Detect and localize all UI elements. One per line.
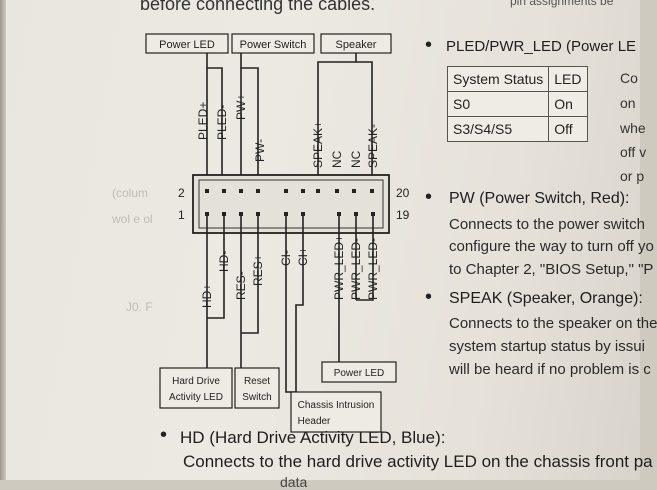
speak-bullet: • <box>425 286 433 308</box>
reset-switch-label-line1: Reset <box>244 376 270 387</box>
row-number-bottom-right: 19 <box>396 208 410 222</box>
pin-label: CI+ <box>296 247 310 266</box>
bottom-wires <box>206 216 374 393</box>
top-caption: before connecting the cables. <box>140 0 376 14</box>
speaker-top-label: Speaker <box>336 39 377 51</box>
top-pin-labels: PLED+ PLED- PW+ PW- SPEAK+ NC NC SPEAK- <box>196 94 380 168</box>
reset-switch-label-line2: Switch <box>242 392 271 403</box>
table-cell: On <box>548 91 588 117</box>
hdd-led-label-line1: Hard Drive <box>172 376 220 387</box>
bottom-pin-labels: HD+ HD- RES- RES+ CI- CI+ PWR_LED+ PWR_L… <box>200 235 380 308</box>
pw-body-line: configure the way to turn off yo <box>449 238 654 255</box>
power-led-top-box <box>145 33 229 54</box>
power-led-bottom-label: Power LED <box>334 368 385 379</box>
pin-label: PWR_LED- <box>366 238 380 300</box>
pw-body-line: Connects to the power switch <box>449 216 645 233</box>
pin-label: NC <box>330 150 344 168</box>
column-header: LED <box>548 66 588 92</box>
pled-heading: PLED/PWR_LED (Power LE <box>446 38 637 55</box>
hd-bullet: • <box>160 424 168 446</box>
pin-label: SPEAK+ <box>311 121 325 168</box>
power-switch-top-label: Power Switch <box>240 39 307 51</box>
hd-body-line: Connects to the hard drive activity LED … <box>183 452 653 471</box>
hd-body-line: data <box>280 474 308 490</box>
pin-label: NC <box>349 150 363 168</box>
pin-label: PW+ <box>234 94 248 120</box>
speak-body-line: Connects to the speaker on the <box>449 315 657 332</box>
table-header-row: System Status LED <box>446 66 588 92</box>
bleed-through-text: (colum <box>112 186 149 200</box>
header-connector-inner <box>198 179 384 229</box>
pin-label: RES- <box>234 271 248 300</box>
pw-bullet: • <box>425 186 433 208</box>
pin-label: HD+ <box>200 284 214 308</box>
pin-label: RES+ <box>251 254 265 286</box>
power-switch-top-box <box>231 33 315 54</box>
pin-label: PWR_LED- <box>349 238 363 300</box>
top-right-caption: pin assignments be <box>510 0 614 8</box>
power-led-top-label: Power LED <box>159 39 215 51</box>
bleed-through-text: J0. F <box>126 300 153 314</box>
chassis-intrusion-label-line1: Chassis Intrusion <box>298 400 375 411</box>
top-wires <box>206 53 373 190</box>
pw-heading: PW (Power Switch, Red): <box>449 190 630 207</box>
hdd-led-label-line2: Activity LED <box>169 392 223 403</box>
pin-label: PLED- <box>215 105 229 140</box>
front-panel-header-diagram: Power LED Power Switch Speaker PLED+ PLE… <box>145 33 410 433</box>
pin-label: HD- <box>217 251 231 272</box>
pin-label: SPEAK- <box>366 124 380 168</box>
speak-body-line: system startup status by issui <box>449 338 645 355</box>
side-fragment: whe <box>620 120 646 136</box>
table-cell: Off <box>548 116 588 142</box>
led-status-table: System Status LED S0 On S3/S4/S5 Off <box>446 66 588 142</box>
side-fragment: Co <box>620 70 638 86</box>
column-header: System Status <box>446 66 550 92</box>
header-connector-outline <box>192 174 390 234</box>
table-cell: S3/S4/S5 <box>446 116 550 142</box>
bleed-through-text: wol e ol <box>112 212 153 226</box>
table-row: S0 On <box>446 91 588 117</box>
chassis-intrusion-label-line2: Header <box>298 416 331 427</box>
row-number-top-left: 2 <box>178 186 185 200</box>
reset-switch-box <box>234 367 280 409</box>
pin-label: PWR_LED+ <box>332 235 346 300</box>
page-binding-edge <box>0 0 6 480</box>
header-pins <box>205 189 375 216</box>
speak-body-line: will be heard if no problem is c <box>449 361 651 378</box>
hd-heading: HD (Hard Drive Activity LED, Blue): <box>180 428 446 447</box>
table-row: S3/S4/S5 Off <box>446 116 588 142</box>
pled-bullet: • <box>425 34 433 56</box>
pw-body-line: to Chapter 2, "BIOS Setup," "P <box>449 261 654 278</box>
row-number-bottom-left: 1 <box>178 208 185 222</box>
side-fragment: on <box>620 95 636 111</box>
pin-label: PLED+ <box>196 102 210 140</box>
side-fragment: or p <box>620 168 645 184</box>
row-number-top-right: 20 <box>396 186 410 200</box>
pin-label: CI- <box>279 250 293 266</box>
table-cell: S0 <box>446 91 550 117</box>
power-led-bottom-box <box>321 361 397 383</box>
chassis-intrusion-box <box>290 391 382 433</box>
pin-label: PW- <box>253 139 267 162</box>
side-fragment: off v <box>620 144 647 160</box>
speak-heading: SPEAK (Speaker, Orange): <box>449 290 643 307</box>
hdd-led-box <box>159 367 233 409</box>
